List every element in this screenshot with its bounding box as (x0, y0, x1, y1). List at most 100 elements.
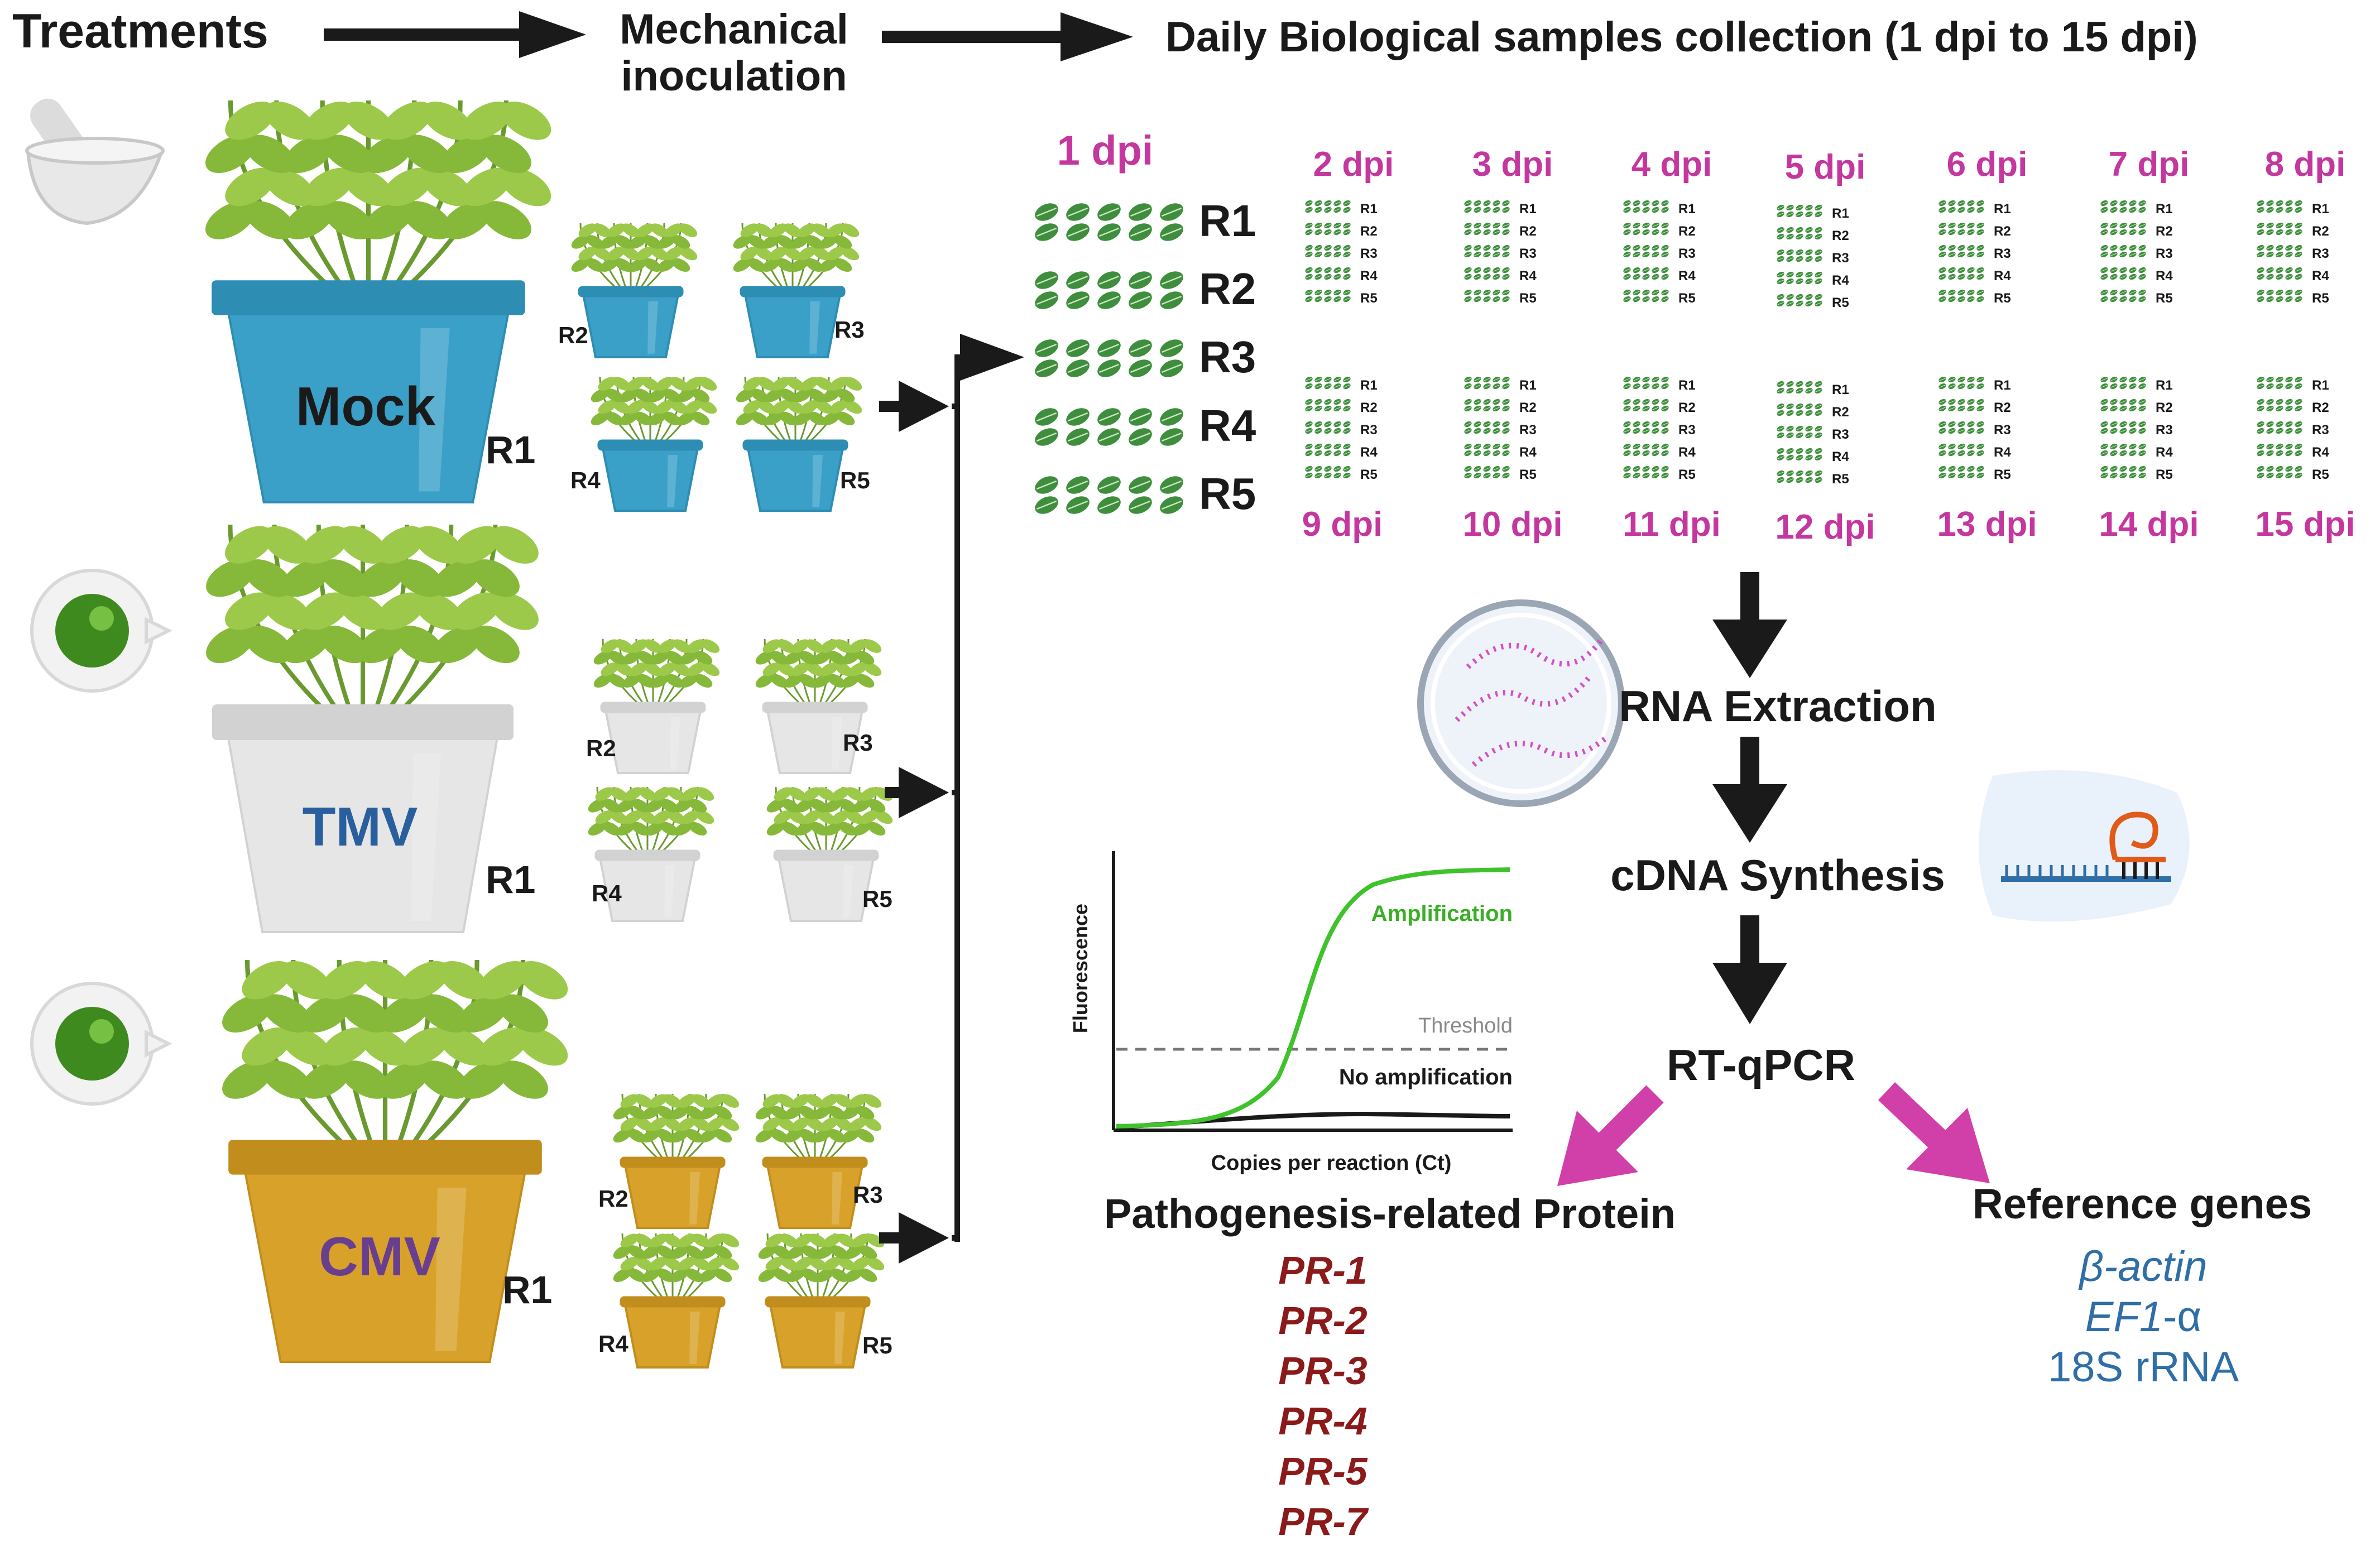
tmv-small-pot (766, 786, 893, 922)
mini-rep-label: R1 (1832, 206, 1849, 221)
mini-rep-label: R1 (2312, 201, 2329, 217)
mock-pot-group (205, 100, 862, 512)
mini-rep-label: R3 (2312, 246, 2329, 261)
mini-rep-label: R3 (1994, 422, 2011, 438)
mock-pot-label: Mock (296, 376, 436, 437)
mini-rep-label: R1 (2312, 378, 2329, 393)
mini-rep-label: R2 (2156, 224, 2173, 239)
mock-small-pot (733, 223, 860, 358)
qpcr-x-axis-label: Copies per reaction (Ct) (1211, 1151, 1452, 1175)
cmv-pot-label: CMV (319, 1226, 440, 1287)
mini-rep-label: R3 (2156, 246, 2173, 261)
day-label-14-dpi: 14 dpi (2099, 505, 2199, 544)
qpcr-amplification-chart: Amplification Threshold No amplification… (1069, 851, 1513, 1175)
cmv-small-pot (755, 1093, 882, 1229)
pr-gene-2: PR-2 (1278, 1299, 1367, 1342)
mini-rep-label: R3 (1678, 422, 1696, 438)
cdna-synthesis-label: cDNA Synthesis (1610, 851, 1945, 900)
mock-r2-label: R2 (558, 322, 588, 348)
pr-title: Pathogenesis-related Protein (1104, 1190, 1676, 1237)
mortar-pestle-icon (25, 98, 165, 225)
cdna-synthesis-icon (1979, 770, 2190, 922)
mini-rep-label: R2 (1994, 224, 2011, 239)
reference-gene-beta-actin: β-actin (2078, 1243, 2207, 1290)
day-label-10-dpi: 10 dpi (1462, 505, 1562, 544)
mini-rep-label: R4 (1678, 445, 1696, 460)
mini-rep-label: R1 (1519, 201, 1537, 217)
inoculation-heading-line1: Mechanical (620, 6, 848, 53)
mini-rep-label: R5 (2312, 291, 2329, 306)
mock-small-pot (571, 223, 698, 358)
day-label-8-dpi: 8 dpi (2265, 145, 2346, 184)
pr-gene-1: PR-1 (1278, 1249, 1367, 1292)
mock-small-pot (736, 376, 862, 512)
mini-rep-label: R2 (1832, 228, 1849, 243)
tmv-pot-label: TMV (303, 796, 418, 857)
day-label-9-dpi: 9 dpi (1302, 505, 1383, 544)
rna-extraction-label: RNA Extraction (1619, 681, 1936, 731)
collector-line (952, 334, 1024, 1242)
mini-rep-label: R3 (1519, 422, 1537, 438)
mini-rep-label: R5 (1994, 467, 2011, 482)
mock-small-pot (591, 376, 717, 512)
tmv-r1-label: R1 (486, 858, 535, 901)
mini-rep-label: R2 (2312, 400, 2329, 415)
mini-rep-label: R1 (1832, 382, 1849, 397)
mini-rep-label: R4 (1832, 449, 1849, 464)
mini-rep-label: R3 (1994, 246, 2011, 261)
qpcr-amplification-curve (1116, 867, 1510, 1129)
qpcr-threshold-label: Threshold (1418, 1014, 1513, 1038)
reference-gene-18s: 18S rRNA (2048, 1343, 2239, 1391)
mini-rep-label: R4 (1678, 268, 1696, 284)
day-label-2-dpi: 2 dpi (1313, 145, 1394, 184)
down-arrow-1 (1712, 572, 1787, 678)
tmv-pot-group (206, 524, 893, 933)
tmv-r4-label: R4 (592, 880, 622, 906)
rt-qpcr-label: RT-qPCR (1667, 1040, 1855, 1089)
mini-rep-label: R2 (1519, 400, 1537, 415)
mini-rep-label: R5 (1832, 472, 1849, 487)
cmv-r1-label: R1 (502, 1268, 552, 1312)
down-arrow-3 (1712, 915, 1787, 1024)
tmv-small-pot (755, 638, 882, 774)
mini-rep-label: R3 (1832, 251, 1849, 266)
inoculum-beaker-icon-tmv (30, 569, 172, 693)
mini-rep-label: R1 (1678, 378, 1696, 393)
ef1-italic-part: EF1 (2085, 1293, 2163, 1341)
header-arrow-2 (882, 12, 1133, 61)
mini-rep-label: R3 (2312, 422, 2329, 438)
tmv-r5-label: R5 (862, 886, 892, 912)
mini-rep-label: R5 (1519, 291, 1537, 306)
mock-r4-label: R4 (570, 467, 601, 493)
mini-rep-label: R3 (1832, 427, 1849, 442)
ef1-suffix-part: -α (2163, 1293, 2201, 1341)
day1-label: 1 dpi (1057, 127, 1154, 174)
cmv-small-pot (613, 1233, 740, 1369)
pr-gene-4: PR-4 (1278, 1399, 1367, 1443)
pr-gene-3: PR-3 (1278, 1349, 1367, 1393)
down-arrow-2 (1712, 737, 1787, 843)
mini-rep-label: R1 (1519, 378, 1537, 393)
mini-rep-label: R1 (1360, 378, 1378, 393)
header-arrow-1 (324, 11, 586, 58)
tmv-small-pot (593, 638, 720, 774)
pink-arrow-right (1878, 1082, 1990, 1183)
mini-rep-label: R5 (1994, 291, 2011, 306)
pots-layer (205, 100, 893, 1369)
reference-title: Reference genes (1973, 1180, 2312, 1228)
pink-arrow-left (1557, 1085, 1664, 1186)
mini-rep-label: R4 (2156, 268, 2173, 284)
mock-r3-label: R3 (834, 316, 865, 343)
mini-rep-label: R2 (1519, 224, 1537, 239)
mini-rep-label: R4 (1519, 445, 1537, 460)
cmv-small-pot (758, 1233, 885, 1369)
